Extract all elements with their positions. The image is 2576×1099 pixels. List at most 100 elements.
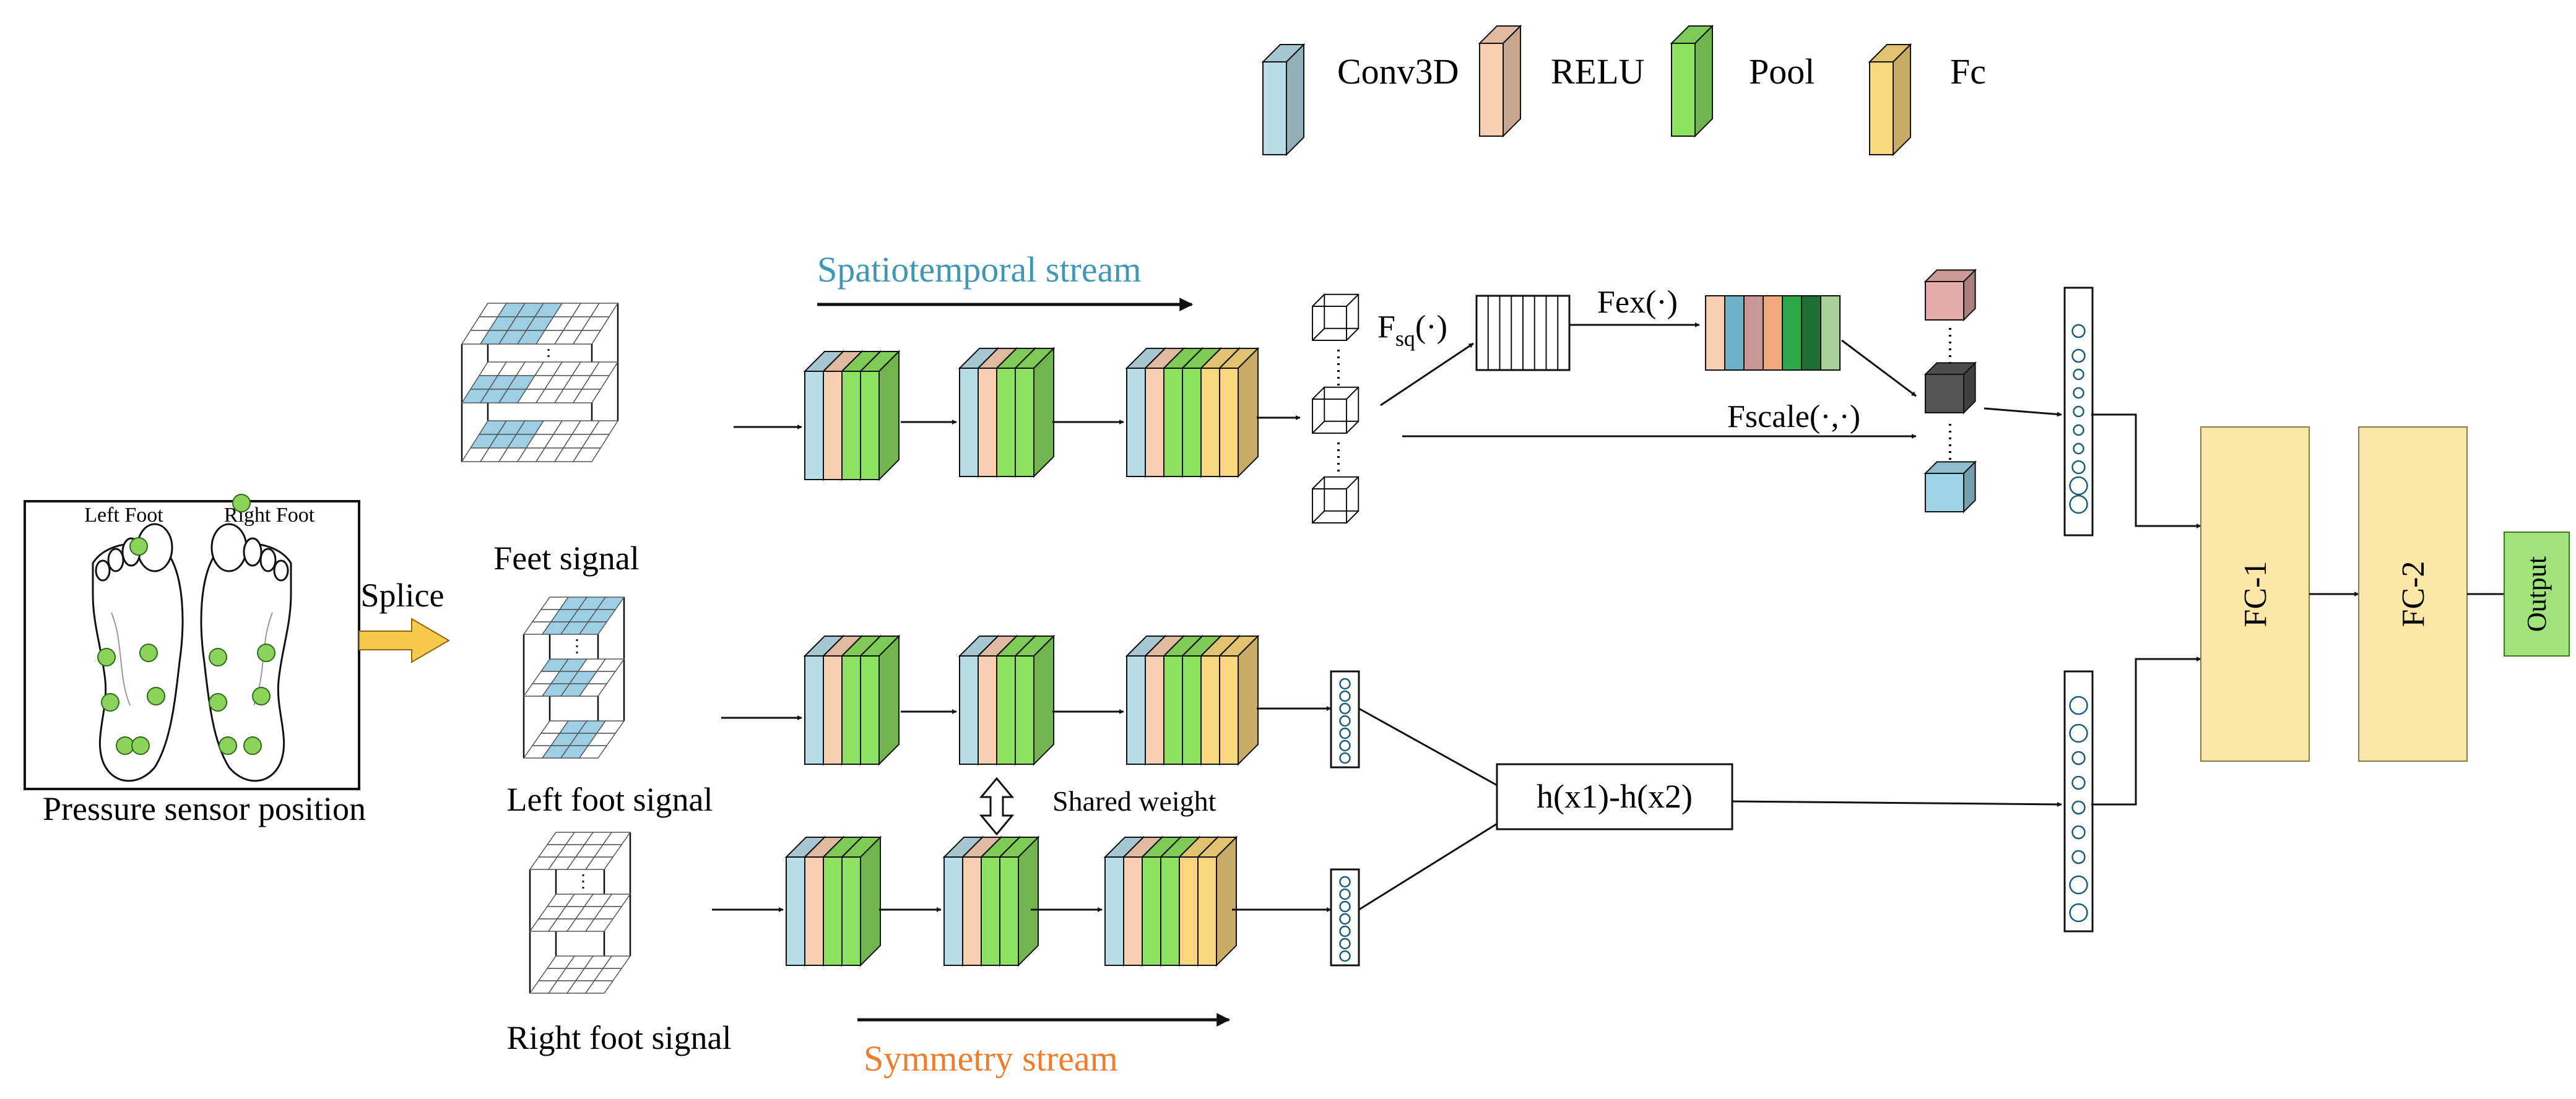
spatiotemporal-stream-title: Spatiotemporal stream <box>817 249 1141 290</box>
svg-text:Fsq(·): Fsq(·) <box>1377 309 1447 351</box>
sensor-dot-12 <box>252 687 271 705</box>
bottom-vector-node-1 <box>2069 696 2088 715</box>
bottom-block-2-layer-4 <box>998 835 1040 967</box>
legend-fc-swatch <box>1868 43 1912 157</box>
top-vector-node-2 <box>2071 348 2086 363</box>
sensor-dot-13 <box>219 736 237 755</box>
excitation-vector <box>1705 295 1841 371</box>
pressure-sensor-position-label: Pressure sensor position <box>43 790 366 827</box>
legend-fc-label: Fc <box>1950 51 1986 92</box>
sensor-dot-10 <box>257 644 275 662</box>
top-feature-vector <box>2063 287 2094 537</box>
shared-weight-arrow <box>979 777 1015 836</box>
left-grid-plane-1 <box>523 597 625 635</box>
right-vector-node-5 <box>1339 925 1351 937</box>
right-grid-plane-2 <box>529 894 631 932</box>
excitation-bar-3 <box>1743 295 1764 371</box>
middle-stream-connectors <box>721 706 1332 720</box>
sensor-dot-5 <box>101 693 119 712</box>
middle-block-1 <box>803 634 901 766</box>
legend-conv3d-slab <box>1261 43 1306 157</box>
middle-block-2 <box>958 634 1056 766</box>
top-vector-node-1 <box>2071 324 2086 338</box>
feet-grid-plane-1 <box>461 303 619 345</box>
right-grid-plane-3 <box>529 955 631 994</box>
fsq-sub: sq <box>1395 326 1415 351</box>
right-vector-node-1 <box>1339 876 1351 888</box>
top-vector-node-10 <box>2069 494 2088 514</box>
middle-block-2-layer-4 <box>1013 634 1056 766</box>
bottom-vector-node-6 <box>2071 825 2086 840</box>
output-label: Output <box>2522 556 2552 632</box>
fex-label: Fex(·) <box>1597 285 1678 320</box>
top-block-2 <box>958 347 1056 478</box>
squeeze-vector <box>1475 295 1571 371</box>
scaled-cube-3 <box>1923 460 1977 514</box>
legend: Conv3D RELU Pool Fc <box>1261 24 1986 157</box>
excitation-bar-6 <box>1801 295 1821 371</box>
top-block-3 <box>1125 347 1260 478</box>
right-foot-signal-grid <box>529 832 631 994</box>
left-vector-node-6 <box>1339 739 1351 752</box>
left-vector-node-2 <box>1339 690 1351 702</box>
excitation-bar-4 <box>1763 295 1783 371</box>
bottom-vector-node-4 <box>2071 775 2086 790</box>
left-grid-plane-2 <box>523 658 625 697</box>
top-stream-connectors <box>734 415 1301 429</box>
sensor-dot-9 <box>209 648 227 666</box>
bottom-block-1-layer-4 <box>840 835 882 967</box>
excitation-to-scale-arrow <box>1841 339 1917 397</box>
left-foot-signal-grid <box>523 597 625 759</box>
symmetry-stream-title: Symmetry stream <box>864 1038 1118 1079</box>
fsq-main: F <box>1377 309 1395 345</box>
excitation-bar-1 <box>1705 295 1725 371</box>
bottom-vector-node-8 <box>2069 875 2088 895</box>
fc2-label: FC-2 <box>2396 561 2431 627</box>
left-to-difference-line <box>1358 707 1499 787</box>
top-block-3-layer-6 <box>1218 347 1260 478</box>
pressure-sensor-panel: Left Foot Right Foot <box>24 494 360 790</box>
bottom-vector-node-3 <box>2071 751 2086 765</box>
wire-cube-2 <box>1312 386 1360 434</box>
fsq-arrow <box>1380 342 1474 407</box>
splice-arrow <box>358 618 450 663</box>
top-block-1 <box>803 350 901 481</box>
bottom-vector-node-9 <box>2069 903 2088 923</box>
top-vector-node-8 <box>2071 460 2086 475</box>
sensor-dot-7 <box>116 736 134 755</box>
feature-map-cubes <box>1312 293 1360 524</box>
splice-label: Splice <box>361 577 445 614</box>
right-grid-plane-1 <box>529 832 631 870</box>
bottom-block-2 <box>942 835 1040 967</box>
vector-to-fc1-connectors <box>2091 413 2201 806</box>
legend-conv3d-swatch <box>1261 43 1306 157</box>
left-foot-signal-label: Left foot signal <box>507 781 713 818</box>
left-grid-plane-3 <box>523 720 625 759</box>
difference-to-vector-arrow <box>1732 800 2062 807</box>
legend-relu-slab <box>1478 24 1522 138</box>
legend-conv3d-label: Conv3D <box>1337 51 1459 92</box>
top-vector-node-4 <box>2073 387 2084 399</box>
right-vector-node-7 <box>1339 950 1351 962</box>
scaled-feature-cubes <box>1923 268 1977 514</box>
fsq-arg: (·) <box>1415 309 1447 345</box>
bottom-block-3-layer-6 <box>1196 835 1238 967</box>
feet-signal-label: Feet signal <box>493 540 639 577</box>
legend-relu-swatch <box>1478 24 1522 138</box>
excitation-bar-7 <box>1820 295 1841 371</box>
bottom-vector-node-7 <box>2071 850 2086 864</box>
left-vector-node-7 <box>1339 752 1351 764</box>
sensor-dot-2 <box>232 494 251 512</box>
fsq-label: Fsq(·) <box>1377 309 1447 351</box>
sensor-dot-4 <box>139 644 158 662</box>
left-foot-label: Left Foot <box>84 504 163 527</box>
bottom-vector-node-2 <box>2069 723 2088 743</box>
right-vector-node-2 <box>1339 888 1351 900</box>
legend-fc-slab <box>1868 43 1912 157</box>
middle-block-3 <box>1125 634 1260 766</box>
excitation-bar-5 <box>1782 295 1802 371</box>
symmetry-feature-vector <box>2063 670 2094 933</box>
feet-grid-plane-3 <box>461 420 619 462</box>
difference-box <box>1496 763 1733 830</box>
